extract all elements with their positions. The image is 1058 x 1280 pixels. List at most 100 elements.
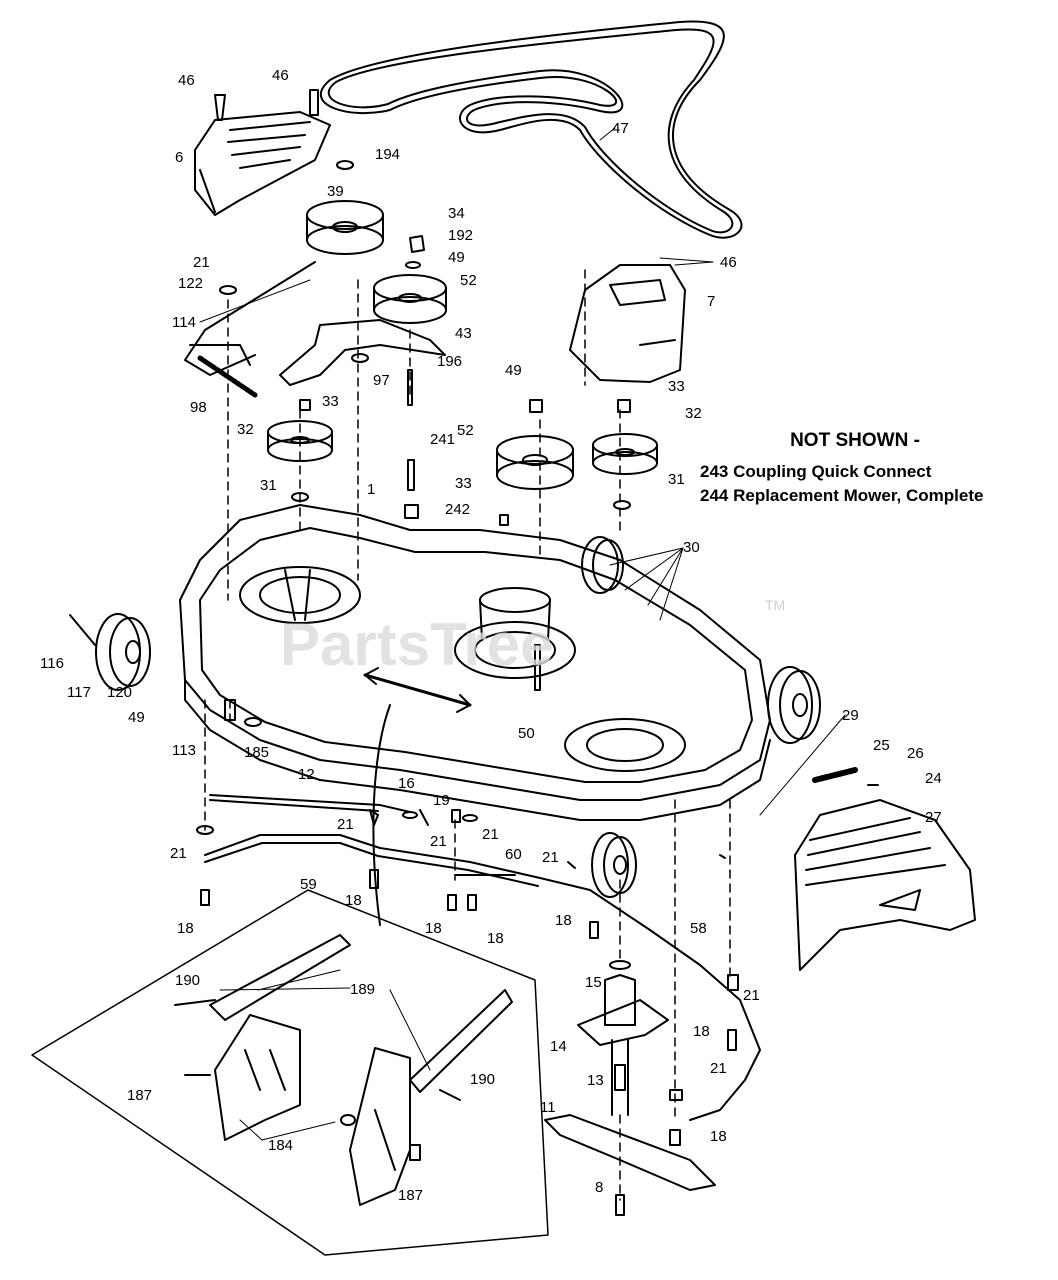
part-label: 31 [668, 471, 685, 488]
lift-arm-189-right [409, 989, 513, 1093]
deck-wheel-rear-right [767, 666, 821, 744]
discharge-chute-27 [794, 799, 976, 971]
part-label: 190 [470, 1071, 495, 1088]
part-label: 30 [683, 539, 700, 556]
part-label: 43 [455, 325, 472, 342]
part-label: 117 [67, 684, 91, 701]
part-label: 13 [587, 1072, 604, 1089]
part-label: 32 [237, 421, 254, 438]
part-label: 59 [300, 876, 317, 893]
part-label: 196 [437, 353, 462, 370]
part-label: 52 [457, 422, 474, 439]
hardware [69, 89, 879, 1216]
part-label: 29 [842, 707, 859, 724]
part-label: 8 [595, 1179, 603, 1196]
part-label: 185 [244, 744, 269, 761]
part-label: 46 [272, 67, 289, 84]
part-label: 27 [925, 809, 942, 826]
part-label: 49 [448, 249, 465, 266]
part-label: 18 [555, 912, 572, 929]
part-labels: 46 46 46 6 194 47 39 34 192 49 52 21 12 2… [40, 67, 942, 1204]
lift-bracket-right [349, 1047, 411, 1206]
part-label: 113 [172, 742, 196, 759]
part-label: 19 [433, 792, 450, 809]
part-label: 192 [448, 227, 473, 244]
not-shown-note: NOT SHOWN - 243 Coupling Quick Connect 2… [700, 430, 1050, 508]
watermark-trademark: TM [765, 597, 785, 613]
part-label: 18 [345, 892, 362, 909]
part-label: 32 [685, 405, 702, 422]
part-label: 189 [350, 981, 375, 998]
not-shown-heading: NOT SHOWN - [790, 430, 920, 451]
chute-spring-25 [812, 767, 858, 783]
part-label: 21 [170, 845, 187, 862]
part-label: 18 [177, 920, 194, 937]
part-label: 116 [40, 655, 64, 672]
blade-spindle-14 [577, 974, 669, 1116]
part-label: 7 [707, 293, 715, 310]
not-shown-item: 244 Replacement Mower, Complete [700, 486, 984, 505]
idler-pulley-52-lower [496, 435, 574, 490]
part-label: 114 [172, 314, 196, 331]
part-label: 18 [425, 920, 442, 937]
part-label: 47 [612, 120, 629, 137]
part-label: 18 [693, 1023, 710, 1040]
part-label: 18 [487, 930, 504, 947]
not-shown-item: 243 Coupling Quick Connect [700, 462, 932, 481]
part-label: 187 [127, 1087, 152, 1104]
part-label: 21 [430, 833, 447, 850]
part-label: 16 [398, 775, 415, 792]
leader-lines [199, 127, 846, 1141]
part-label: 33 [668, 378, 685, 395]
deck-wheel-117 [95, 613, 151, 691]
idler-bracket-43 [279, 319, 446, 386]
adjustment-arrow [363, 667, 472, 713]
part-label: 97 [373, 372, 390, 389]
part-label: 49 [128, 709, 145, 726]
part-label: 21 [482, 826, 499, 843]
part-label: 18 [710, 1128, 727, 1145]
part-label: 6 [175, 149, 183, 166]
belt-cover-left-6 [194, 111, 331, 216]
idler-pulley-39 [306, 200, 384, 255]
part-label: 12 [298, 766, 315, 783]
part-label: 52 [460, 272, 477, 289]
belt-cover-right-7 [569, 264, 686, 383]
part-label: 25 [873, 737, 890, 754]
part-label: 49 [505, 362, 522, 379]
part-label: 24 [925, 770, 942, 787]
part-label: 21 [193, 254, 210, 271]
deck-wheel-rear-left [581, 536, 624, 594]
part-label: 190 [175, 972, 200, 989]
deck-wheel-front [591, 832, 637, 898]
part-label: 39 [327, 183, 344, 200]
lift-bracket-left [214, 1014, 301, 1141]
part-label: 31 [260, 477, 277, 494]
drive-belt-47 [320, 20, 743, 239]
part-label: 46 [720, 254, 737, 271]
part-label: 34 [448, 205, 465, 222]
cable [372, 704, 391, 926]
part-label: 194 [375, 146, 400, 163]
part-label: 14 [550, 1038, 567, 1055]
part-label: 184 [268, 1137, 293, 1154]
part-label: 50 [518, 725, 535, 742]
blade-11 [544, 1114, 716, 1191]
part-label: 46 [178, 72, 195, 89]
part-label: 1 [367, 481, 375, 498]
spindle-pulley-32-right [592, 433, 658, 475]
idler-arm-114 [184, 261, 316, 376]
assembly-lines [204, 269, 731, 1201]
part-label: 98 [190, 399, 207, 416]
part-label: 21 [710, 1060, 727, 1077]
part-label: 33 [322, 393, 339, 410]
part-label: 21 [542, 849, 559, 866]
part-label: 21 [743, 987, 760, 1004]
part-label: 242 [445, 501, 470, 518]
link-rod-12 [209, 794, 411, 813]
part-label: 60 [505, 846, 522, 863]
lift-arm-189-left [209, 934, 351, 1021]
part-label: 21 [337, 816, 354, 833]
part-label: 11 [540, 1099, 556, 1116]
